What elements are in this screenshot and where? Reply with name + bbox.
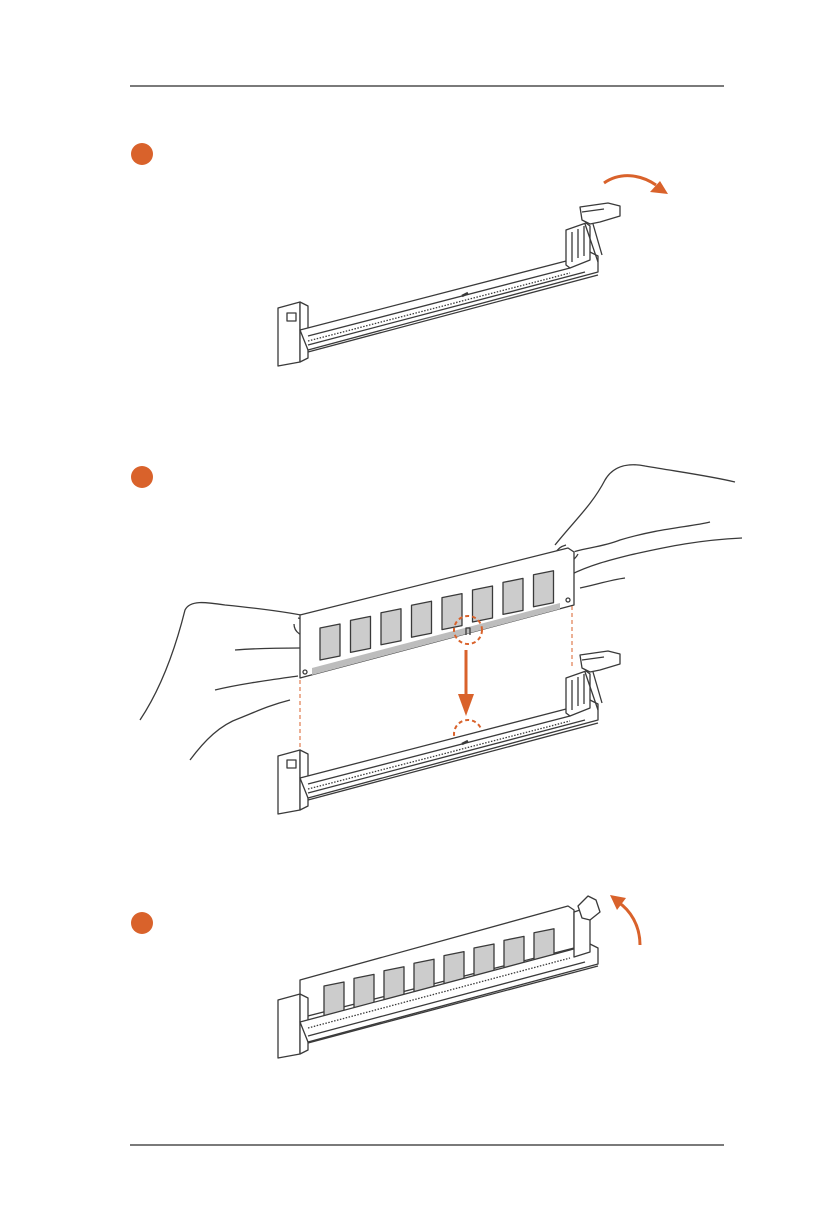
slot-right-latch-closed: [578, 896, 600, 920]
step-3-illustration: [0, 888, 829, 1068]
header-rule: [130, 85, 724, 87]
memory-chip: [351, 616, 371, 652]
right-hand: [555, 465, 735, 545]
latch-close-arrow: [618, 902, 640, 945]
module-installed-drawing: [0, 888, 829, 1068]
slot-open-drawing: [0, 160, 829, 380]
left-hand: [140, 603, 315, 720]
step-2-illustration: [0, 455, 829, 825]
memory-chip: [534, 571, 554, 607]
memory-chip: [381, 609, 401, 645]
memory-chip: [503, 578, 523, 614]
memory-chip: [442, 594, 462, 630]
footer-rule: [130, 1144, 724, 1146]
memory-chip: [412, 601, 432, 637]
memory-chip: [473, 586, 493, 622]
slot-left-clip: [278, 302, 300, 366]
slot-right-latch-open: [580, 203, 620, 224]
latch-open-arrow: [604, 176, 656, 185]
memory-chip: [320, 624, 340, 660]
insert-module-drawing: [0, 455, 829, 825]
step-1-illustration: [0, 160, 829, 380]
